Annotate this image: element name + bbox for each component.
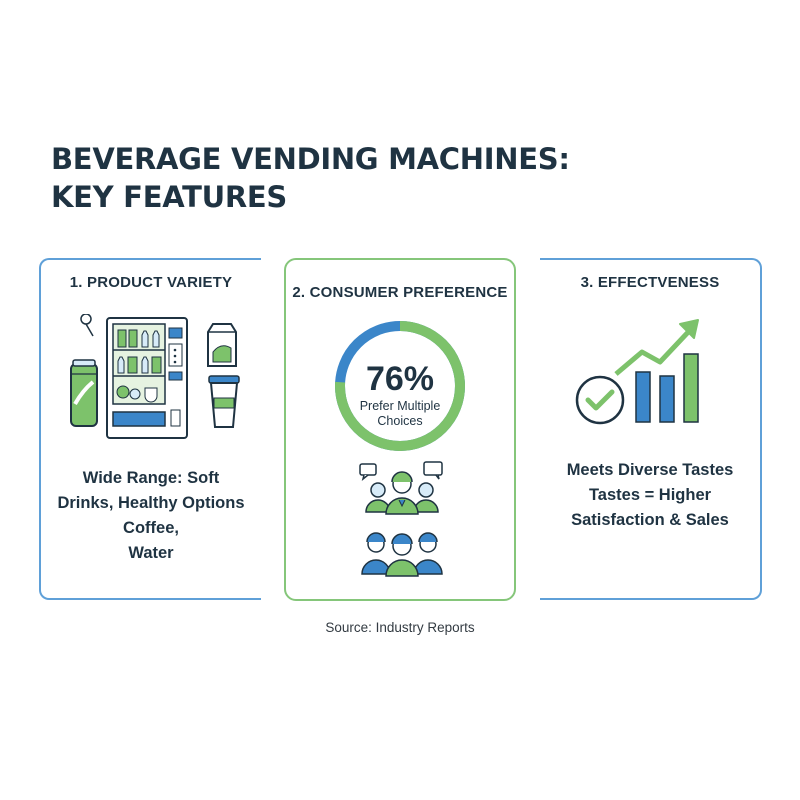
card-3-line-1: Meets Diverse Tastes bbox=[566, 461, 734, 479]
coffee-cup-icon bbox=[208, 375, 240, 428]
donut-label-line-1: Prefer Multiple bbox=[359, 399, 441, 413]
product-variety-illustration bbox=[70, 314, 240, 439]
card-1-text: Wide Range: Soft Drinks, Healthy Options… bbox=[41, 466, 261, 566]
card-1-line-2: Drinks, Healthy Options bbox=[57, 494, 245, 512]
card-3-line-2: Tastes = Higher bbox=[588, 486, 712, 504]
title-line-1: BEVERAGE VENDING MACHINES: bbox=[51, 142, 570, 176]
title-line-2: KEY FEATURES bbox=[51, 180, 287, 214]
bar-chart-icon bbox=[635, 353, 699, 423]
card-1-line-3: Coffee, bbox=[123, 519, 179, 537]
card-3-text: Meets Diverse Tastes Tastes = Higher Sat… bbox=[540, 458, 760, 533]
source-note: Source: Industry Reports bbox=[325, 620, 475, 635]
card-1-line-4: Water bbox=[128, 544, 174, 562]
vending-machine-icon bbox=[106, 317, 188, 439]
effectiveness-illustration bbox=[575, 319, 699, 425]
donut-value-arc bbox=[335, 321, 465, 451]
trend-arrow-icon bbox=[614, 319, 699, 376]
card-1-heading: 1. PRODUCT VARIETY bbox=[69, 274, 233, 291]
card-product-variety: 1. PRODUCT VARIETY bbox=[39, 258, 261, 600]
card-consumer-preference: 2. CONSUMER PREFERENCE 76% Prefer Multip… bbox=[284, 258, 516, 601]
page-title: BEVERAGE VENDING MACHINES: KEY FEATURES bbox=[51, 140, 751, 216]
donut-value: 76% bbox=[365, 360, 435, 398]
card-effectiveness: 3. EFFECTVENESS Meets Diverse Tastes Tas… bbox=[540, 258, 762, 600]
people-group-icon bbox=[361, 532, 443, 577]
people-talking-icon bbox=[359, 461, 443, 515]
soda-can-icon bbox=[70, 359, 98, 427]
card-3-heading: 3. EFFECTVENESS bbox=[580, 274, 720, 291]
checkmark-circle-icon bbox=[575, 375, 625, 425]
milk-carton-icon bbox=[207, 323, 237, 367]
card-2-heading: 2. CONSUMER PREFERENCE bbox=[292, 284, 508, 301]
card-1-line-1: Wide Range: Soft bbox=[82, 469, 220, 487]
card-3-line-3: Satisfaction & Sales bbox=[571, 511, 729, 529]
donut-chart bbox=[335, 321, 465, 451]
donut-label: Prefer Multiple Choices bbox=[286, 399, 514, 429]
donut-label-line-2: Choices bbox=[377, 414, 423, 428]
donut-stat: 76% Prefer Multiple Choices bbox=[286, 360, 514, 429]
